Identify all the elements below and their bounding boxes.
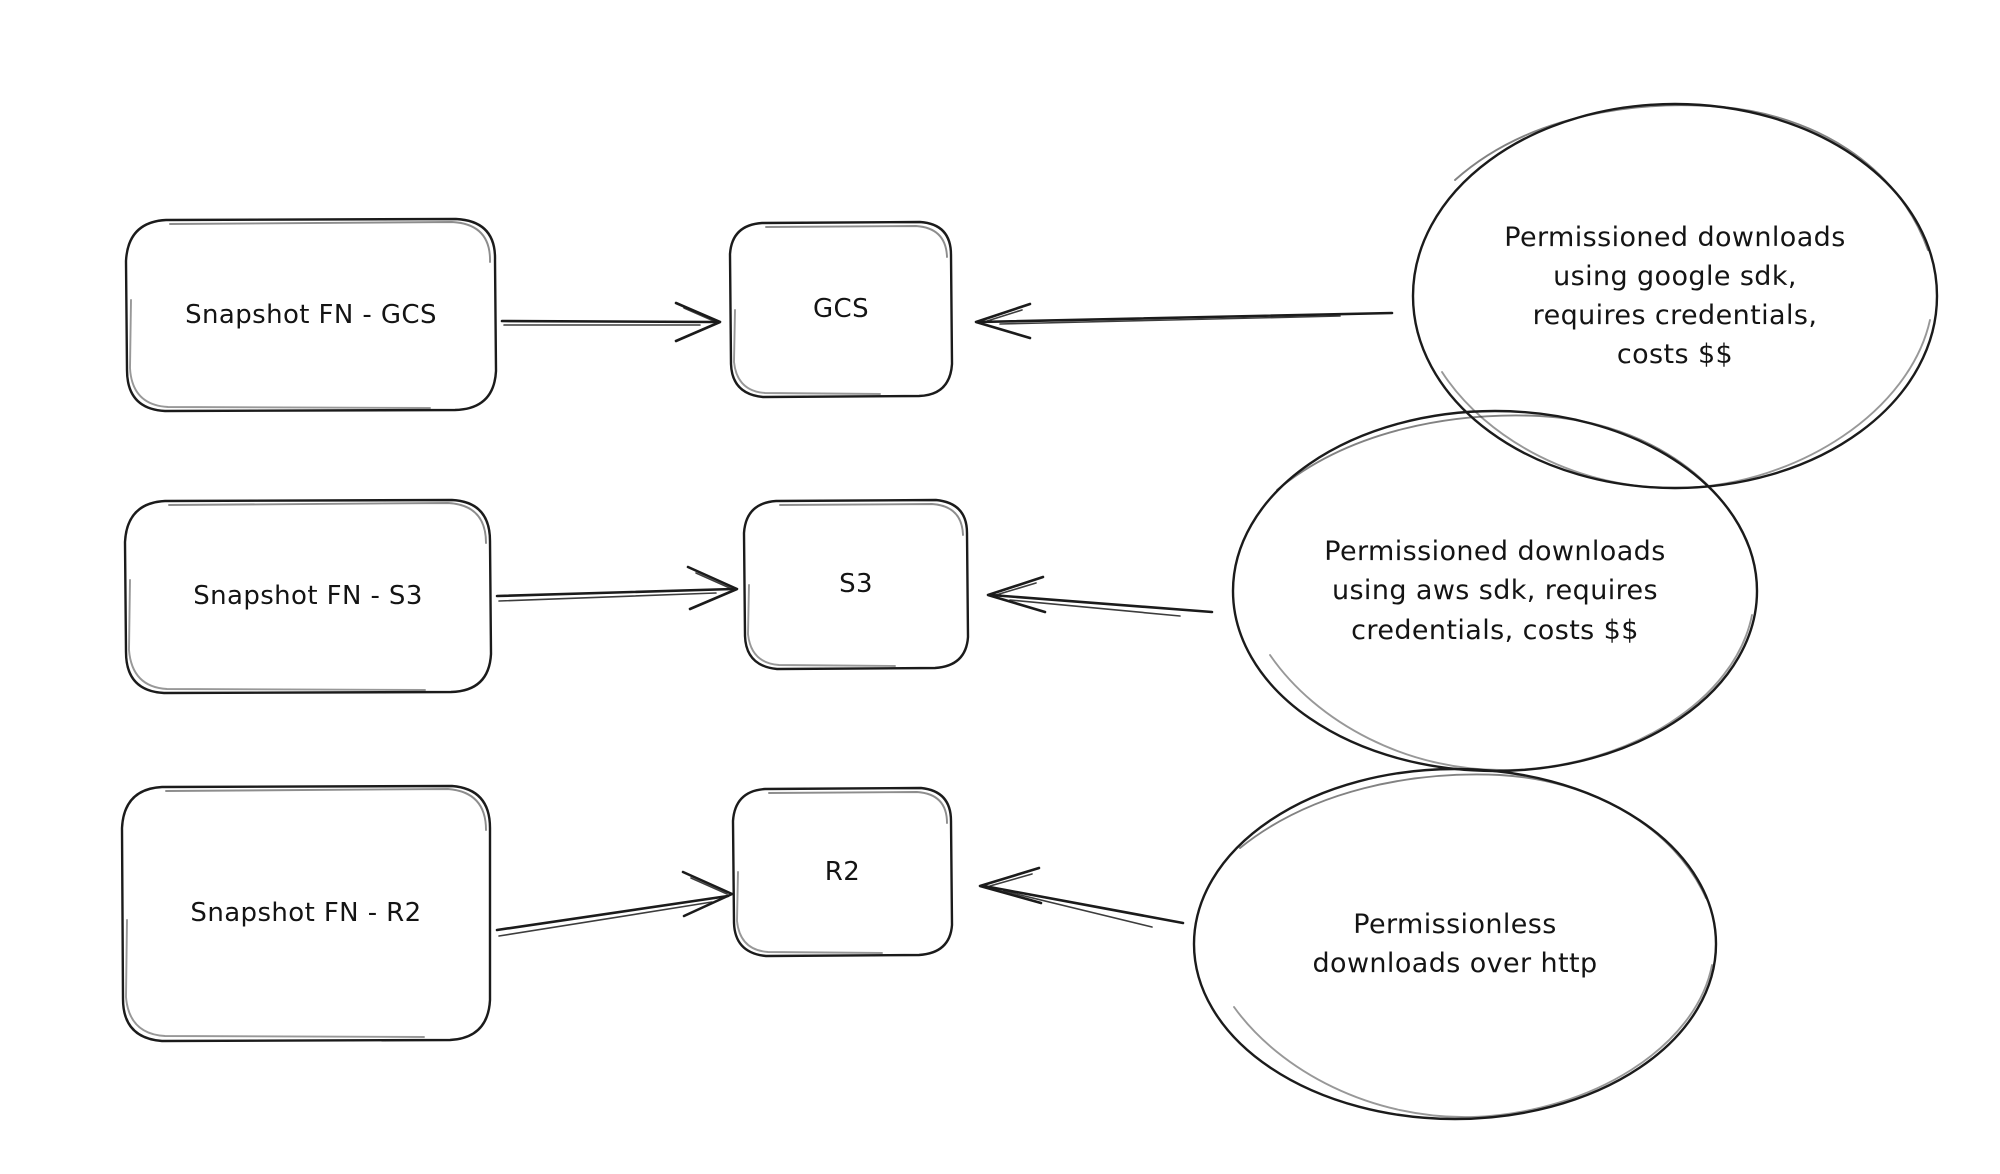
edge-fn-r2-to-r2 — [495, 870, 734, 937]
edge-note-r2-to-r2 — [978, 866, 1185, 928]
note-gcs-shape[interactable] — [1411, 102, 1939, 490]
edge-fn-gcs-to-gcs — [500, 301, 722, 343]
node-fn-gcs-shape[interactable] — [124, 217, 498, 413]
node-gcs-shape[interactable] — [728, 220, 954, 399]
note-s3-shape[interactable] — [1231, 409, 1759, 773]
node-fn-s3-shape[interactable] — [123, 498, 493, 695]
node-fn-r2-shape[interactable] — [120, 784, 492, 1043]
node-s3-shape[interactable] — [742, 498, 970, 671]
edge-fn-s3-to-s3 — [495, 565, 739, 611]
edge-note-gcs-to-gcs — [974, 302, 1394, 340]
note-r2-shape[interactable] — [1192, 767, 1718, 1121]
edge-note-s3-to-s3 — [986, 575, 1214, 617]
node-r2-shape[interactable] — [731, 786, 954, 958]
